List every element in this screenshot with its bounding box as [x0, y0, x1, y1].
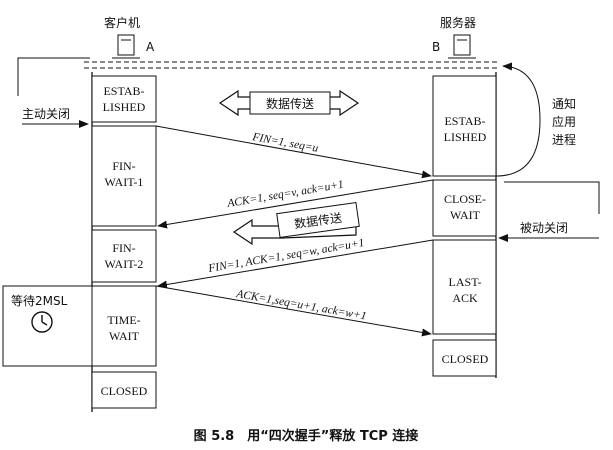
client-state-fin-wait-2: FIN- WAIT-2	[91, 229, 157, 283]
svg-text:CLOSE-: CLOSE-	[444, 192, 486, 206]
segment-fin-2: FIN=1, ACK=1, seq=w, ack=u+1	[157, 237, 434, 289]
server-letter: B	[432, 40, 440, 54]
svg-text:ACK=1,seq=u+1, ack=w+1: ACK=1,seq=u+1, ack=w+1	[234, 288, 367, 323]
server-host-label: 服务器	[440, 15, 476, 30]
svg-text:FIN=1, ACK=1, seq=w, ack=u+1: FIN=1, ACK=1, seq=w, ack=u+1	[207, 237, 366, 275]
clock-icon	[31, 311, 53, 333]
svg-text:LAST-: LAST-	[449, 275, 482, 289]
svg-text:FIN=1, seq=u: FIN=1, seq=u	[250, 131, 319, 155]
svg-text:ACK=1, seq=v, ack=u+1: ACK=1, seq=v, ack=u+1	[226, 179, 345, 210]
svg-text:进程: 进程	[552, 132, 576, 147]
svg-text:数据传送: 数据传送	[266, 96, 314, 111]
svg-text:WAIT: WAIT	[450, 208, 481, 222]
client-host-label: 客户机	[104, 15, 140, 30]
svg-text:WAIT-2: WAIT-2	[105, 257, 144, 271]
server-state-last-ack: LAST- ACK	[432, 239, 497, 335]
svg-text:CLOSED: CLOSED	[442, 352, 489, 366]
client-computer-icon	[112, 34, 140, 59]
data-transfer-arrow-bottom: 数据传送	[232, 201, 360, 246]
server-state-close-wait: CLOSE- WAIT	[432, 179, 497, 237]
wait-2msl-label: 等待2MSL	[11, 294, 68, 308]
svg-text:数据传送: 数据传送	[293, 210, 343, 232]
svg-text:WAIT-1: WAIT-1	[105, 175, 144, 189]
svg-text:FIN-: FIN-	[112, 159, 135, 173]
client-state-fin-wait-1: FIN- WAIT-1	[91, 125, 157, 227]
svg-text:FIN-: FIN-	[112, 241, 135, 255]
svg-text:ESTAB-: ESTAB-	[444, 114, 485, 128]
svg-text:LISHED: LISHED	[103, 100, 146, 114]
svg-text:通知: 通知	[552, 97, 576, 111]
server-state-closed: CLOSED	[432, 339, 497, 377]
notify-app-label: 通知 应用 进程	[552, 97, 576, 147]
segment-fin-1: FIN=1, seq=u	[155, 125, 432, 179]
client-letter: A	[146, 40, 155, 54]
client-state-time-wait: TIME- WAIT	[91, 285, 157, 367]
data-transfer-arrow-top: 数据传送	[218, 89, 360, 117]
server-state-established: ESTAB- LISHED	[432, 75, 497, 177]
server-computer-icon	[448, 34, 476, 59]
segment-ack-2: ACK=1,seq=u+1, ack=w+1	[155, 285, 432, 337]
active-close-label: 主动关闭	[22, 107, 70, 121]
svg-text:ACK: ACK	[452, 291, 478, 305]
svg-text:TIME-: TIME-	[107, 313, 140, 327]
svg-text:WAIT: WAIT	[109, 329, 140, 343]
svg-text:ESTAB-: ESTAB-	[103, 84, 144, 98]
wait-2msl-box	[2, 285, 93, 367]
notify-app-arrow	[495, 62, 541, 177]
svg-text:CLOSED: CLOSED	[101, 384, 148, 398]
active-close-bracket	[17, 57, 90, 96]
svg-text:LISHED: LISHED	[444, 130, 487, 144]
client-state-established: ESTAB- LISHED	[91, 75, 157, 123]
passive-close-bracket	[504, 181, 600, 214]
svg-text:应用: 应用	[552, 114, 576, 129]
client-state-closed: CLOSED	[91, 371, 157, 409]
passive-close-label: 被动关闭	[520, 221, 568, 235]
figure-caption: 图 5.8 用“四次握手”释放 TCP 连接	[194, 428, 419, 444]
